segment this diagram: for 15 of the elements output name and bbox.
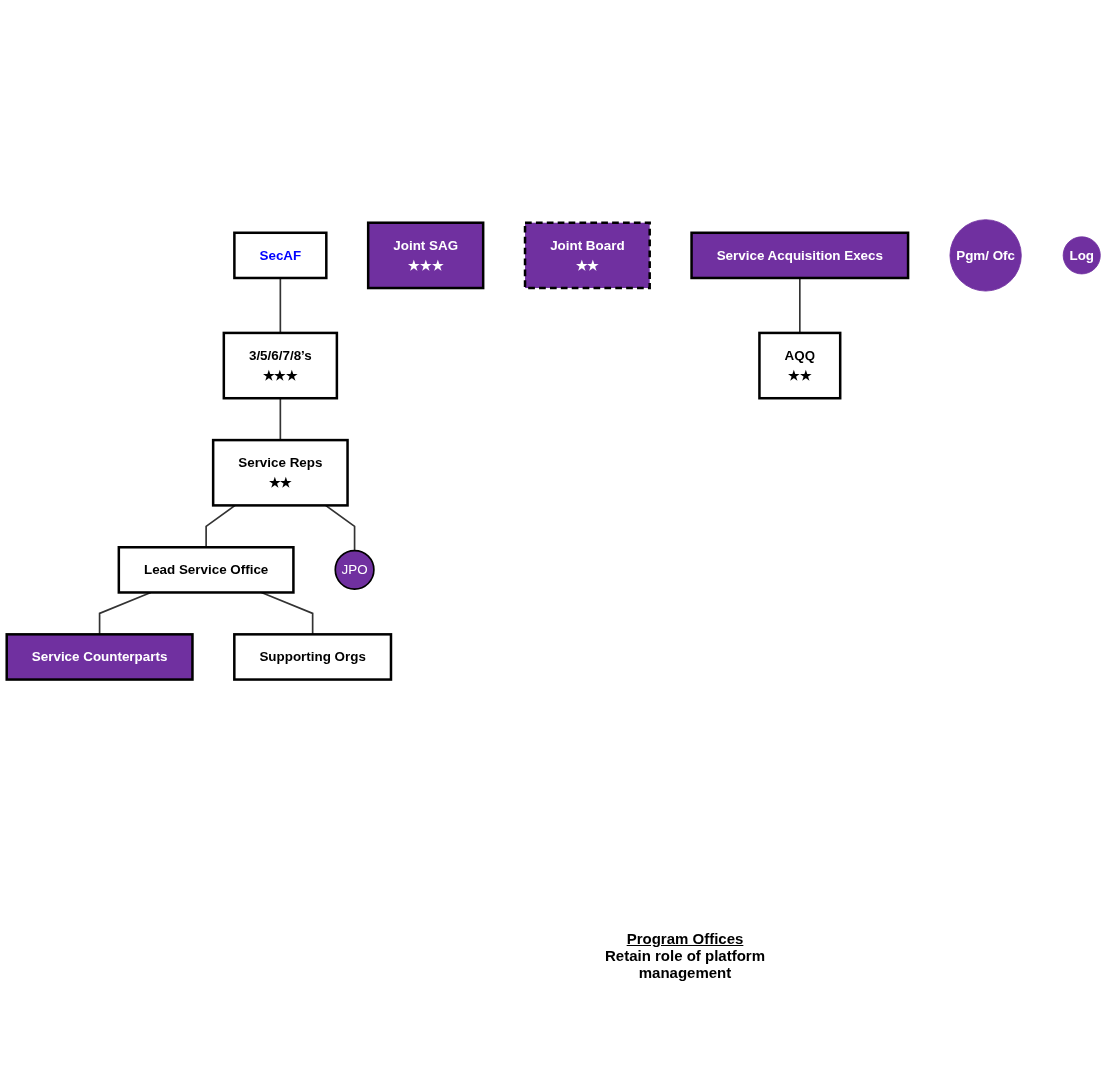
node-circle: Log — [1062, 236, 1101, 275]
note-heading: Program Offices — [625, 930, 745, 947]
node-box: Supporting Orgs — [233, 633, 393, 682]
node-box: Service Counterparts — [5, 633, 194, 682]
node-box: SecAF — [233, 231, 328, 280]
node-box: Joint SAG ★★★ — [366, 221, 485, 290]
node-circle: Pgm/ Ofc — [949, 219, 1022, 292]
node-box: Lead Service Office — [117, 546, 295, 595]
node-box: Service Reps ★★ — [211, 439, 349, 508]
note-text: Retain role of platform management — [604, 947, 766, 981]
node-box: Joint Board ★★ — [523, 221, 651, 290]
node-box: Service Acquisition Execs — [690, 231, 910, 280]
node-circle: JPO — [334, 550, 375, 591]
node-box: AQQ ★★ — [758, 332, 842, 400]
node-box: 3/5/6/7/8’s ★★★ — [222, 332, 339, 400]
